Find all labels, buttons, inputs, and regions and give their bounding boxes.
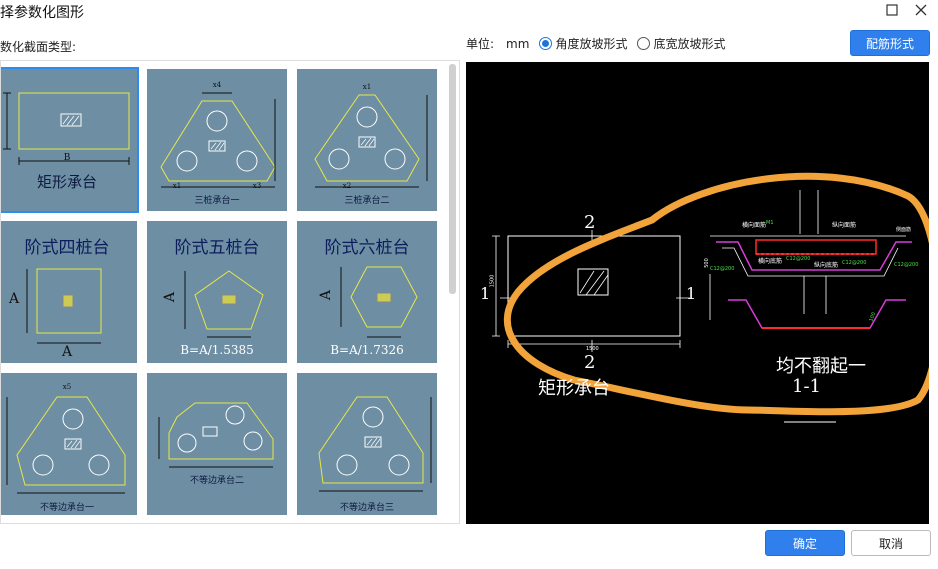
unequal-2-drawing [158, 402, 274, 468]
dim-a-vertical: A [9, 291, 20, 307]
unequal-1-drawing [6, 396, 126, 494]
radio-width-slope[interactable]: 底宽放坡形式 [637, 35, 725, 52]
preview-canvas: 2 2 1 1 1500 1500 矩形承台 均不翻起一 1-1 横向面筋 M1… [466, 62, 929, 524]
plan-label: 矩形承台 [538, 378, 610, 399]
tile-label-three-pile-2: 三桩承台二 [344, 196, 390, 206]
section-id: 1-1 [792, 376, 821, 397]
tile-label-rect: 矩形承台 [36, 173, 97, 191]
tile-label-unequal-2: 不等边承台二 [189, 476, 244, 486]
unequal-3-drawing [318, 396, 432, 492]
cancel-button[interactable]: 取消 [851, 530, 931, 556]
rebar-label-horizontal-face: 横向面筋 [742, 222, 767, 229]
section-mark-top: 2 [584, 212, 596, 233]
step-five-drawing [184, 270, 264, 338]
tile-step-four-pile[interactable]: 阶式四桩台 A A [1, 221, 137, 363]
dim-x2-label: x2 [342, 182, 352, 190]
rect-cap-drawing [3, 92, 130, 165]
tile-label-unequal-1: 不等边承台一 [39, 503, 94, 513]
radio-width-label: 底宽放坡形式 [653, 37, 726, 51]
dim-x4-label: x4 [212, 81, 222, 89]
close-button[interactable] [912, 2, 930, 18]
dim-a-six: A [318, 289, 335, 301]
tile-unequal-cap-2[interactable]: 不等边承台二 [147, 373, 287, 515]
tile-rect-cap[interactable]: B 矩形承台 [1, 67, 139, 213]
tile-unequal-cap-1[interactable]: x5 不等边承台一 [1, 373, 137, 515]
radio-angle-label: 角度放坡形式 [555, 37, 628, 51]
dim-x1-top-label: x1 [362, 83, 372, 91]
tile-label-unequal-3: 不等边承台三 [339, 503, 394, 513]
unit-value: mm [506, 36, 530, 51]
section-label: 均不翻起一 [776, 356, 866, 377]
tile-three-pile-1[interactable]: x4 x1 x3 三桩承台一 [147, 69, 287, 211]
rebar-label-longitudinal-face: 纵向面筋 [832, 222, 857, 229]
unit-row: 单位: mm 角度放坡形式 底宽放坡形式 [466, 35, 725, 52]
gallery-scrollbar[interactable] [449, 64, 456, 294]
dim-a-five: A [162, 291, 179, 303]
cut-mark-right: 1 [686, 284, 697, 303]
section-type-label: 数化截面类型: [0, 40, 77, 54]
window-title: 择参数化图形 [0, 5, 84, 21]
dim-500: 500 [703, 258, 710, 268]
tile-unequal-cap-3[interactable]: 不等边承台三 [297, 373, 437, 515]
rebar-label-side: 侧面筋 [896, 227, 912, 233]
tile-three-pile-2[interactable]: x1 x2 三桩承台二 [297, 69, 437, 211]
formula-five: B=A/1.5385 [180, 343, 254, 357]
rebar-spec-d: C12@200 [894, 262, 919, 268]
rebar-form-button[interactable]: 配筋形式 [850, 30, 930, 56]
three-pile-2-drawing [314, 94, 428, 188]
preview-drawing [492, 172, 929, 423]
dim-a-horizontal: A [61, 344, 73, 360]
dim-height: 1500 [489, 274, 496, 288]
rebar-spec-b: C12@200 [842, 260, 867, 266]
tile-label-three-pile-1: 三桩承台一 [194, 196, 240, 206]
tile-step-six-pile[interactable]: 阶式六桩台 A B=A/1.7326 [297, 221, 437, 363]
section-mark-bottom: 2 [584, 352, 596, 373]
three-pile-1-drawing [160, 92, 276, 188]
dim-x3-label: x3 [252, 182, 262, 190]
shape-gallery[interactable]: B 矩形承台 x4 x1 x3 三桩承台一 [0, 60, 460, 524]
dim-x1-label: x1 [172, 182, 182, 190]
tile-label-step-four: 阶式四桩台 [24, 238, 110, 258]
radio-unchecked-icon [637, 37, 651, 50]
step-six-drawing [340, 266, 418, 338]
rebar-label-horizontal-bottom: 横向底筋 [758, 258, 783, 265]
rebar-label-ml: M1 [766, 220, 774, 226]
step-four-drawing [26, 268, 102, 344]
dim-x5-label: x5 [62, 383, 72, 391]
tile-step-five-pile[interactable]: 阶式五桩台 A B=A/1.5385 [147, 221, 287, 363]
cut-mark-left: 1 [480, 284, 491, 303]
maximize-icon [886, 4, 898, 16]
ok-button[interactable]: 确定 [765, 530, 845, 556]
rebar-spec-a: C12@200 [786, 256, 811, 262]
radio-angle-slope[interactable]: 角度放坡形式 [539, 35, 627, 52]
unit-label: 单位: [466, 37, 495, 51]
close-icon [915, 4, 927, 16]
rebar-label-longitudinal-bottom: 纵向底筋 [814, 262, 839, 269]
dim-width: 1500 [586, 346, 599, 352]
tile-label-step-five: 阶式五桩台 [174, 238, 260, 258]
formula-six: B=A/1.7326 [330, 343, 404, 357]
dim-b-label: B [63, 153, 71, 163]
radio-checked-icon [539, 37, 553, 50]
rebar-spec-c: C12@200 [710, 266, 735, 272]
tile-label-step-six: 阶式六桩台 [324, 238, 410, 258]
maximize-button[interactable] [883, 2, 901, 18]
